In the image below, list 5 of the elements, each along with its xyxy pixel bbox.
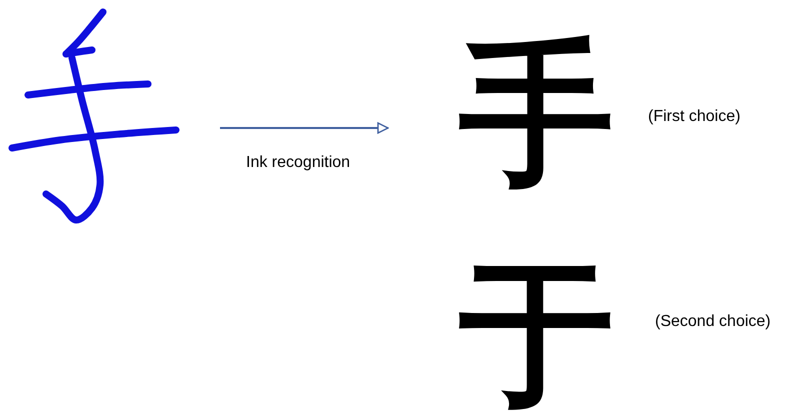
arrow xyxy=(220,122,389,134)
choice-caption: (First choice) xyxy=(648,108,740,126)
printed-character: 于 xyxy=(459,256,614,411)
printed-character: 手 xyxy=(459,36,614,191)
choice-caption: (Second choice) xyxy=(655,313,771,331)
